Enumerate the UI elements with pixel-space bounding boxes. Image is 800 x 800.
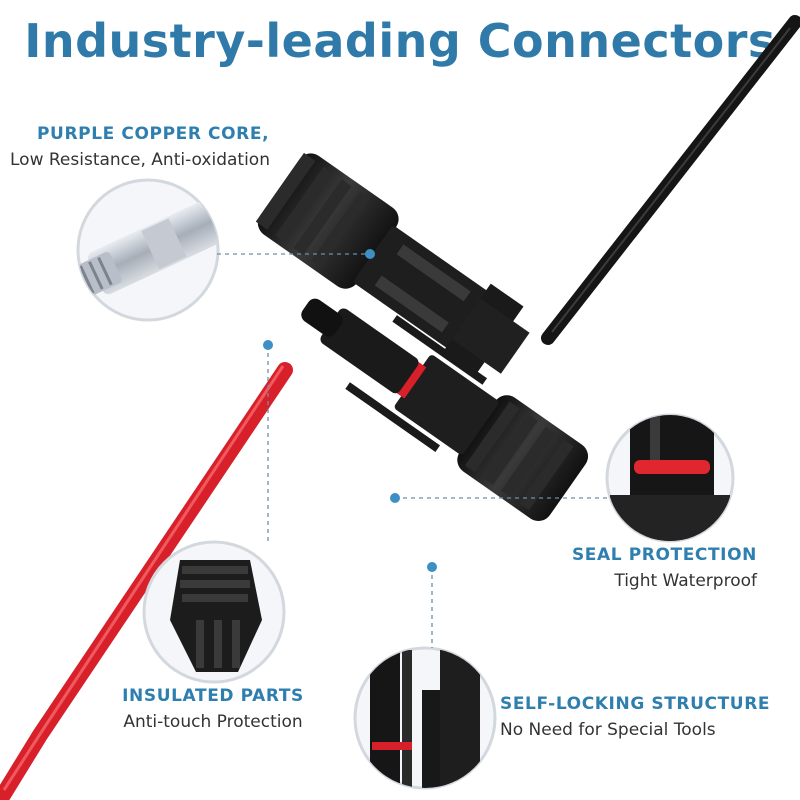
- feature-description: Low Resistance, Anti-oxidation: [10, 150, 270, 170]
- callout-dots: [263, 249, 437, 572]
- red-cable: [0, 362, 293, 800]
- male-connector: [301, 298, 589, 522]
- feature-description: No Need for Special Tools: [500, 720, 716, 740]
- insulated-parts-callout: [142, 540, 286, 684]
- seal-callout: [605, 413, 735, 543]
- feature-heading: INSULATED PARTS: [122, 686, 304, 706]
- self-locking-callout: [353, 646, 497, 790]
- page-title: Industry-leading Connectors: [24, 14, 776, 68]
- black-cable: [541, 15, 800, 345]
- feature-description: Tight Waterproof: [614, 571, 757, 591]
- feature-description: Anti-touch Protection: [123, 712, 303, 732]
- feature-insulated-parts: INSULATED PARTS Anti-touch Protection: [108, 686, 318, 732]
- female-connector: [255, 152, 530, 377]
- feature-heading: SELF-LOCKING STRUCTURE: [500, 694, 771, 714]
- feature-copper-core: PURPLE COPPER CORE, Low Resistance, Anti…: [10, 124, 270, 170]
- feature-heading: SEAL PROTECTION: [571, 545, 757, 565]
- feature-heading: PURPLE COPPER CORE,: [37, 124, 270, 144]
- callout-leaders: [217, 253, 607, 648]
- feature-self-locking: SELF-LOCKING STRUCTURE No Need for Speci…: [500, 694, 770, 740]
- copper-core-callout: [73, 178, 231, 322]
- feature-seal-protection: SEAL PROTECTION Tight Waterproof: [572, 545, 757, 591]
